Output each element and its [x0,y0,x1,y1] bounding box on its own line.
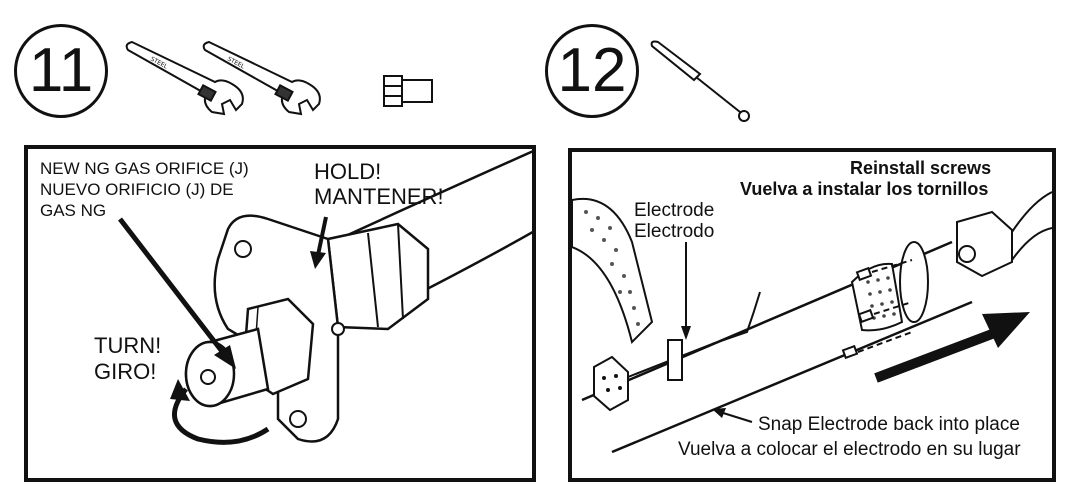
adjustable-wrench-icon: STEEL [202,40,321,116]
orifice-label-line2: NUEVO ORIFICIO (J) DE [40,180,234,199]
step-12-panel: Reinstall screws Vuelva a instalar los t… [568,148,1056,482]
electrode-label-line1: Electrode [634,200,715,221]
turn-label-line2: GIRO! [94,359,157,384]
orifice-fitting-icon [383,75,433,107]
hold-label-line2: MANTENER! [314,184,444,209]
step-11-tools: STEEL STEEL [125,40,433,116]
burner-electrode-illustration [572,191,1052,454]
reinstall-label-line1: Reinstall screws [850,158,992,178]
step-12-number: 12 [545,24,639,118]
step-11-number: 11 [14,24,108,118]
turn-label-line1: TURN! [94,333,162,358]
electrode-label-line2: Electrodo [634,221,715,242]
snap-label-line1: Snap Electrode back into place [758,414,1020,435]
hold-label-line1: HOLD! [314,159,382,184]
step-11-panel: NEW NG GAS ORIFICE (J) NUEVO ORIFICIO (J… [24,145,536,482]
orifice-label-line3: GAS NG [40,201,107,220]
reinstall-label-line2: Vuelva a instalar los tornillos [740,179,989,199]
gas-valve-orifice-illustration [118,150,532,445]
step-12-number-text: 12 [557,36,627,105]
step-11-number-text: 11 [28,36,94,105]
snap-label-line2: Vuelva a colocar el electrodo en su luga… [678,439,1021,460]
step-12-tools [650,40,750,122]
screwdriver-icon [650,40,750,122]
orifice-label-line1: NEW NG GAS ORIFICE (J) [40,159,249,178]
